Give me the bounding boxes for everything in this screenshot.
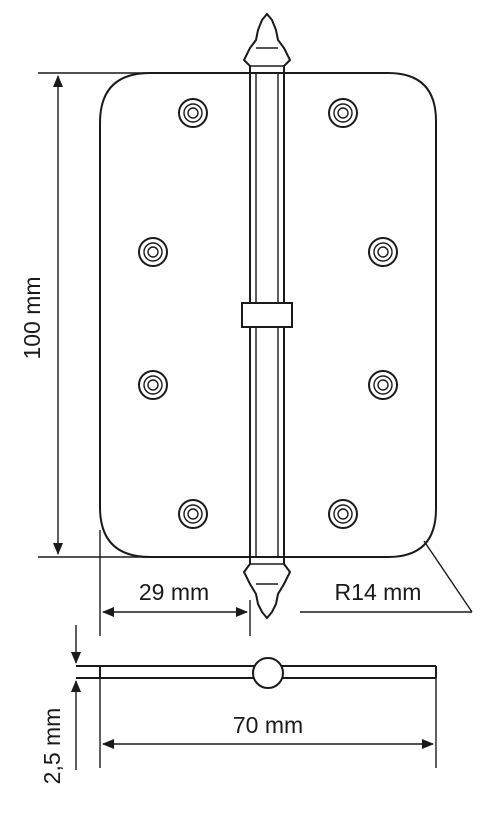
bottom-finial [242, 556, 292, 620]
knuckle-joint [241, 302, 293, 328]
height-dimension: 100 mm [19, 72, 150, 558]
screw-hole [368, 370, 398, 400]
side-view-pin [252, 657, 284, 689]
screw-hole [138, 370, 168, 400]
leaf-width-label: 29 mm [139, 579, 209, 605]
hinge-side-view [76, 657, 437, 689]
radius-leader [423, 540, 473, 613]
screw-hole [138, 237, 168, 267]
screw-hole [328, 98, 358, 128]
corner-radius-dimension: R14 mm [300, 540, 473, 613]
screw-hole [178, 499, 208, 529]
screw-hole [328, 499, 358, 529]
leaf-width-dimension: 29 mm [99, 530, 251, 636]
radius-label: R14 mm [335, 579, 422, 605]
total-width-dimension: 70 mm [99, 678, 437, 768]
screw-hole [368, 237, 398, 267]
screw-holes [138, 98, 398, 529]
height-label: 100 mm [19, 276, 45, 359]
thickness-label: 2,5 mm [39, 708, 65, 785]
top-finial [242, 12, 292, 74]
left-leaf [99, 72, 251, 558]
total-width-label: 70 mm [233, 712, 303, 738]
thickness-dimension: 2,5 mm [39, 625, 81, 785]
hinge-front-view [99, 12, 437, 620]
screw-hole [178, 98, 208, 128]
right-leaf [283, 72, 437, 558]
